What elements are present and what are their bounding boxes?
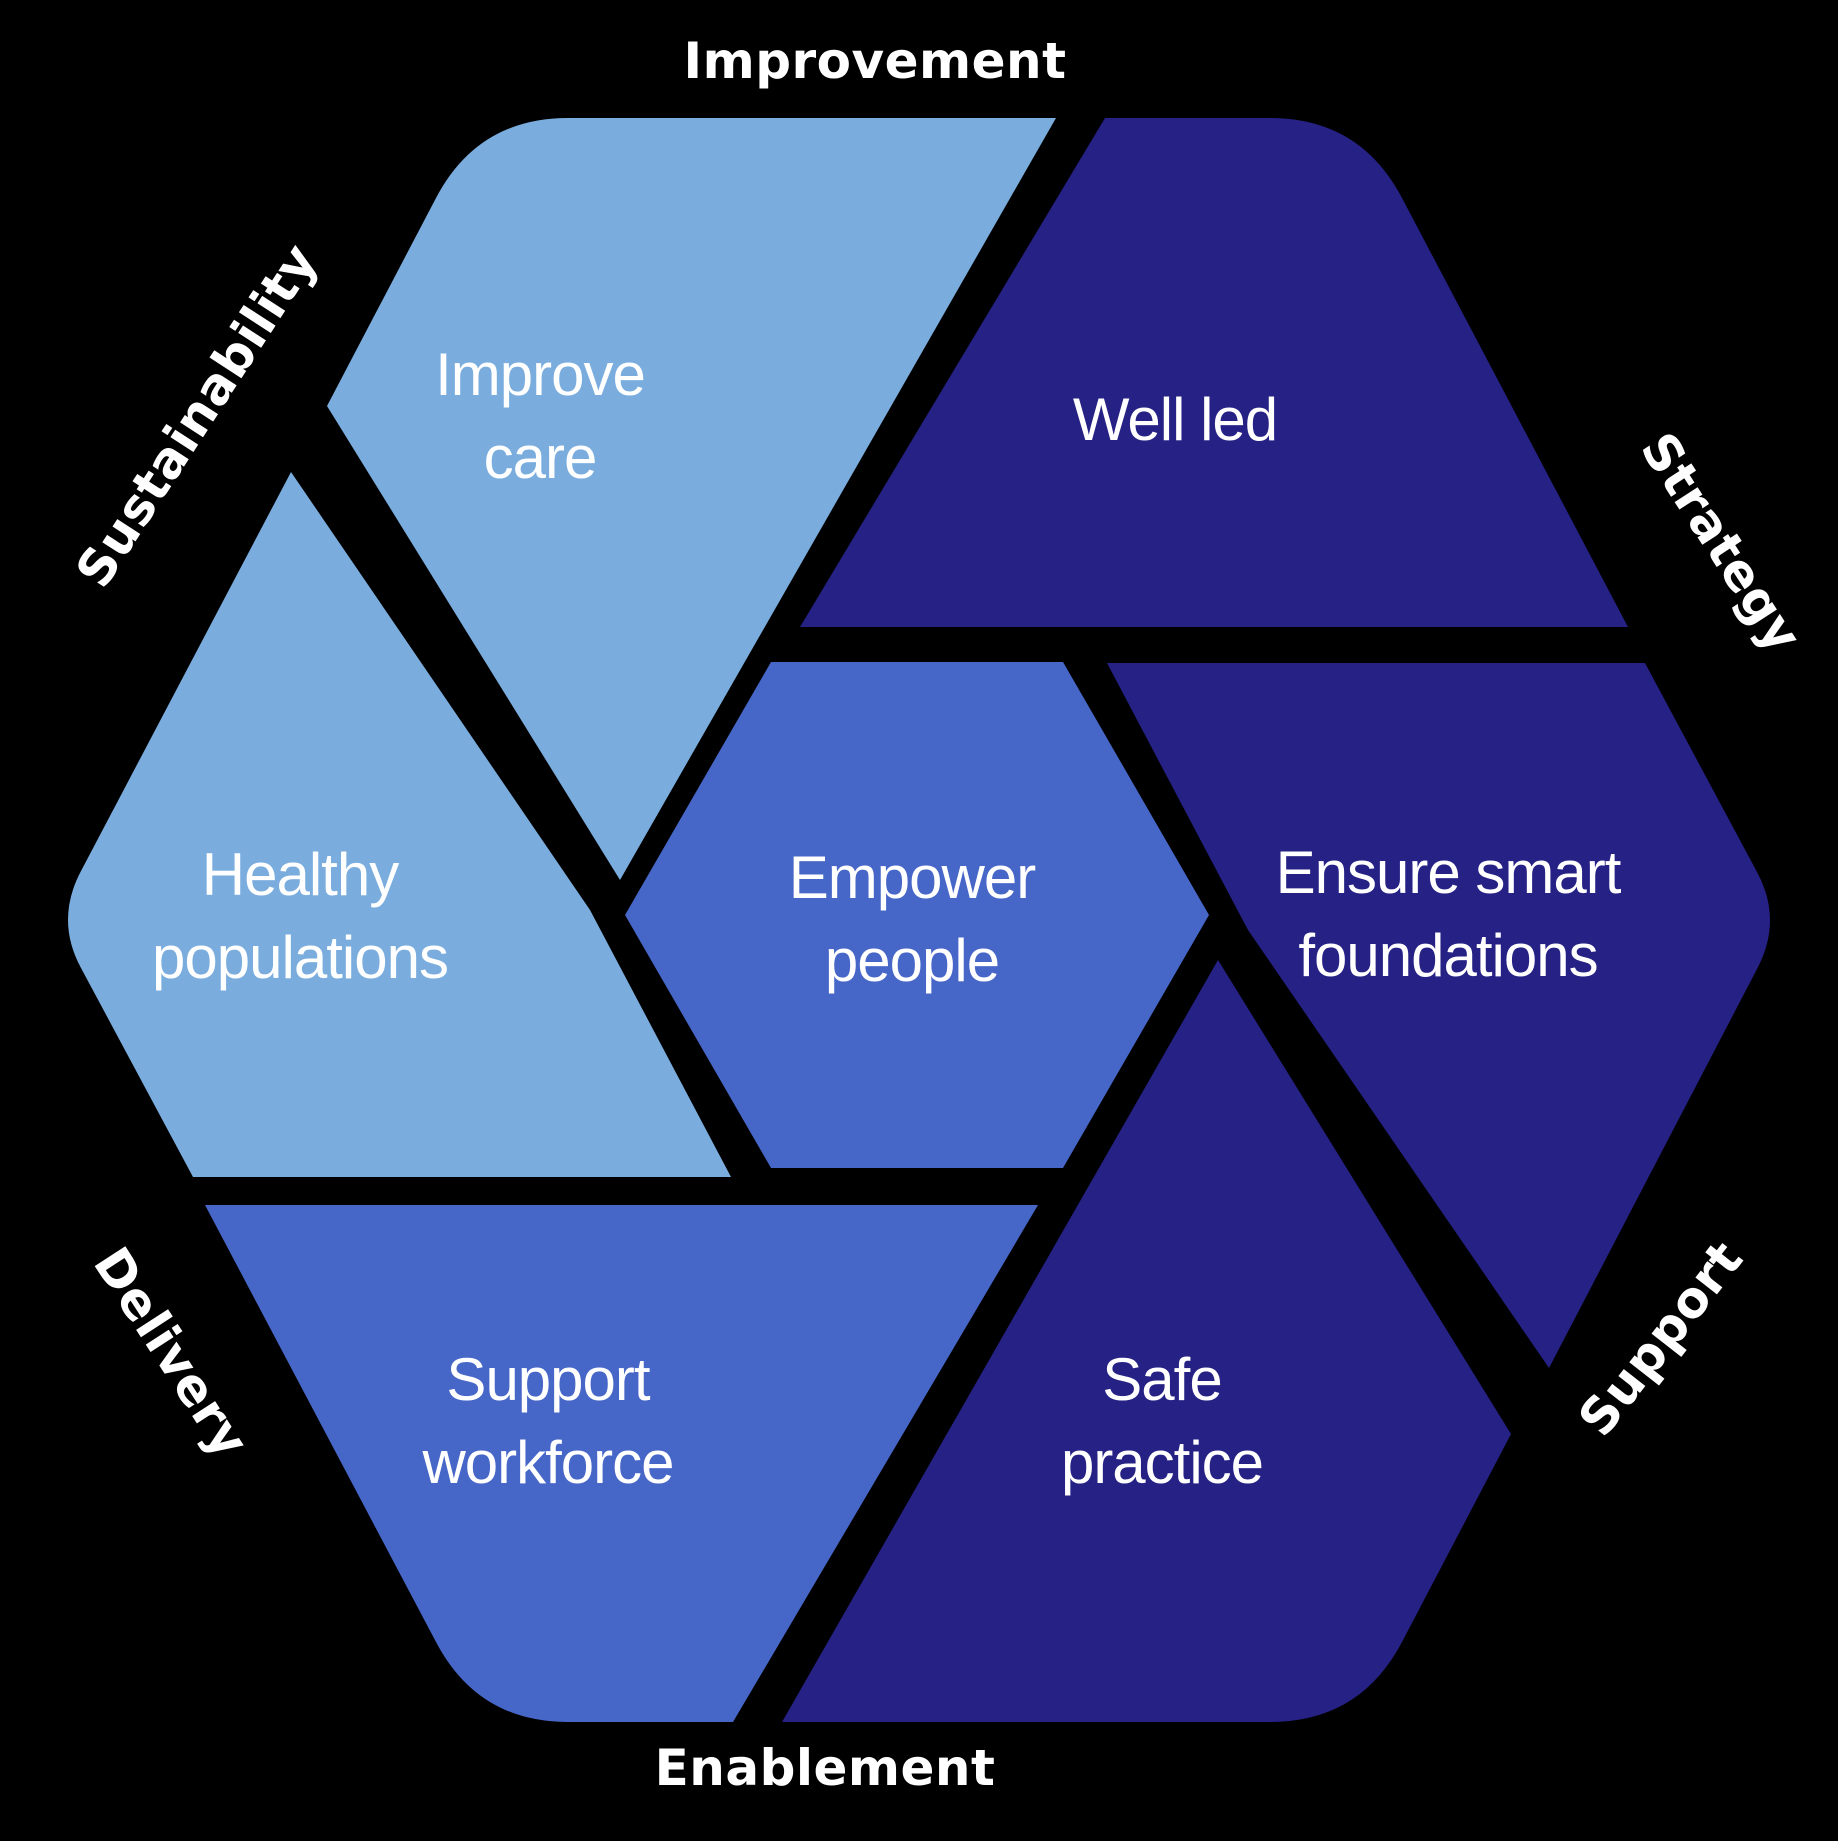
segment-improve-care-label-line1: Improve bbox=[435, 341, 645, 408]
segment-safe-practice-label-line2: practice bbox=[1061, 1429, 1263, 1496]
outer-label-strategy: Strategy bbox=[1629, 423, 1813, 663]
segment-empower-people-label-line2: people bbox=[825, 927, 999, 994]
segment-support-workforce-shape bbox=[205, 1205, 1038, 1722]
segment-ensure-smart-foundations-label-line1: Ensure smart bbox=[1276, 839, 1622, 906]
segment-empower-people-shape bbox=[625, 662, 1209, 1168]
segment-ensure-smart-foundations-shape bbox=[1107, 663, 1770, 1368]
segment-healthy-populations-shape bbox=[68, 472, 731, 1177]
outer-label-improvement: Improvement bbox=[683, 32, 1066, 90]
segment-support-workforce-label-line2: workforce bbox=[421, 1429, 673, 1496]
segment-support-workforce-label-line1: Support bbox=[446, 1346, 650, 1413]
segment-healthy-populations-label-line1: Healthy bbox=[202, 841, 399, 908]
segment-empower-people-label-line1: Empower bbox=[789, 844, 1035, 911]
segment-well-led-label: Well led bbox=[1073, 386, 1277, 453]
outer-label-enablement: Enablement bbox=[655, 1739, 996, 1797]
segment-ensure-smart-foundations-label-line2: foundations bbox=[1298, 922, 1597, 989]
segment-improve-care-label-line2: care bbox=[484, 424, 597, 491]
segment-safe-practice-label-line1: Safe bbox=[1102, 1346, 1221, 1413]
segment-improve-care-shape bbox=[327, 118, 1056, 880]
segment-safe-practice-shape bbox=[782, 960, 1511, 1722]
outer-label-delivery: Delivery bbox=[82, 1237, 260, 1468]
segment-well-led-shape bbox=[800, 118, 1628, 627]
segment-healthy-populations-label-line2: populations bbox=[152, 924, 448, 991]
